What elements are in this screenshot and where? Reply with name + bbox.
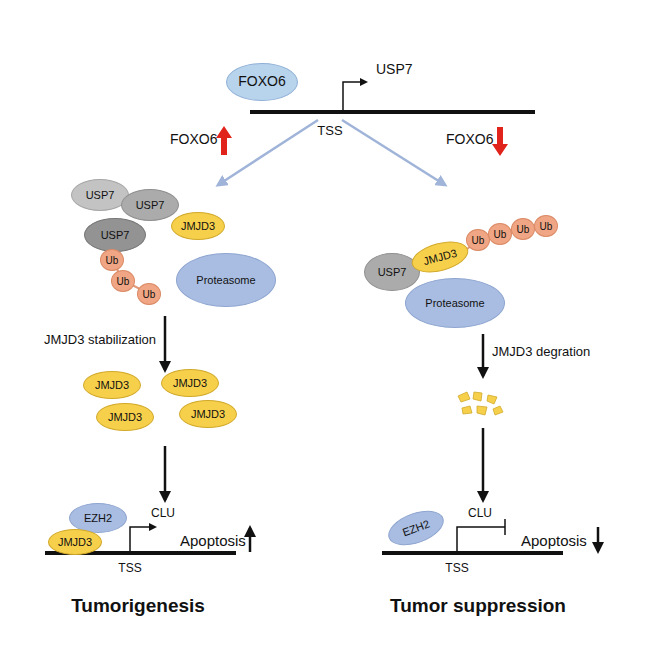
process-arrow [164,316,167,370]
ubiquitin: Ub [534,215,558,237]
jmjd3-protein: JMJD3 [48,529,102,555]
node-text: Proteasome [425,297,484,309]
transcription-factor: FOXO6 [226,63,298,101]
jmjd3-protein: JMJD3 [96,403,154,431]
usp7-protein: USP7 [121,189,179,221]
down-arrow [597,527,600,551]
tss-arrow [343,82,366,110]
jmjd3-protein: JMJD3 [161,369,219,397]
ezh2-protein: EZH2 [384,504,449,552]
ubiquitin: Ub [100,249,124,271]
ubiquitin: Ub [111,270,135,292]
node-text: FOXO6 [238,74,285,89]
ubiquitin: Ub [488,223,512,245]
node-text: JMJD3 [95,379,129,391]
up-arrow [216,126,232,155]
jmjd3-protein: JMJD3 [179,400,237,428]
panel-title: Tumor suppression [390,596,566,617]
node-text: EZH2 [84,512,112,524]
node-text: USP7 [101,229,130,241]
factor-level-label: FOXO6 [446,132,493,147]
outcome-label: Apoptosis [521,533,587,550]
node-text: Ub [472,235,485,246]
node-text: Ub [517,224,530,235]
node-text: EZH2 [401,518,432,539]
gene-label: CLU [151,507,175,520]
node-text: JMJD3 [58,536,92,548]
factor-level-label: FOXO6 [170,132,217,147]
node-text: USP7 [86,189,115,201]
process-label: JMJD3 degration [492,345,590,359]
dna-line [382,551,563,555]
down-arrow [492,127,508,156]
node-text: JMJD3 [191,408,225,420]
node-text: Proteasome [196,274,255,286]
node-text: Ub [106,255,119,266]
tss-label: TSS [445,562,468,575]
branch-arrow [218,120,318,185]
process-label: JMJD3 stabilization [44,333,156,347]
usp7-protein: USP7 [84,218,146,252]
node-text: USP7 [136,199,165,211]
gene-label: CLU [468,507,492,520]
process-arrow [482,428,485,500]
dna-line [250,110,535,114]
jmjd3-fragments [458,392,503,415]
proteasome: Proteasome [405,278,505,328]
ubiquitin: Ub [466,229,490,251]
process-arrow [482,334,485,376]
up-arrow [249,528,252,552]
node-text: Ub [143,289,156,300]
branch-arrow [342,120,445,185]
node-text: Ub [494,229,507,240]
block-bar [504,519,506,535]
node-text: JMJD3 [181,220,215,232]
node-text: JMJD3 [108,411,142,423]
tss-arrow [130,527,155,551]
gene-label: USP7 [376,62,413,77]
blocked-tss [457,527,505,551]
node-text: Ub [540,221,553,232]
jmjd3-protein: JMJD3 [83,371,141,399]
outcome-label: Apoptosis [180,533,246,550]
jmjd3-protein: JMJD3 [171,212,225,240]
panel-title: Tumorigenesis [71,596,205,617]
node-text: Ub [117,276,130,287]
ubiquitin: Ub [511,218,535,240]
node-text: JMJD3 [422,247,458,268]
process-arrow [164,446,167,500]
tss-label: TSS [118,562,141,575]
node-text: JMJD3 [173,377,207,389]
tss-label: TSS [317,124,342,138]
node-text: USP7 [378,266,407,278]
proteasome: Proteasome [176,253,276,307]
ubiquitin: Ub [137,283,161,305]
